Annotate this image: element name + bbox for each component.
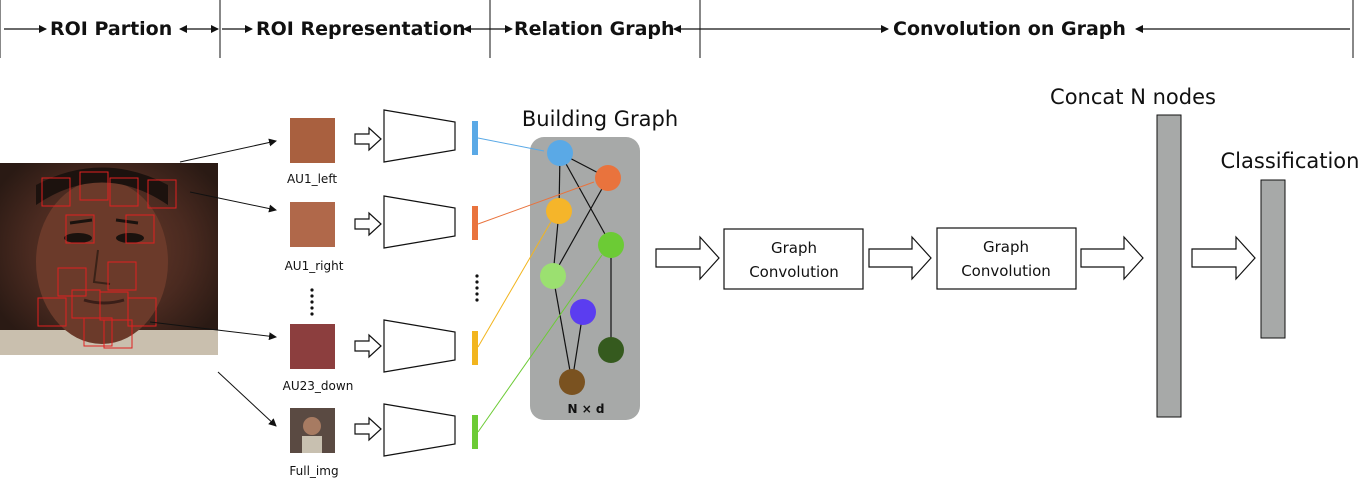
encoder-trapezoid — [383, 319, 456, 373]
roi-boxes — [37, 171, 177, 349]
concat-nodes-bar — [1156, 114, 1182, 418]
graph-node — [570, 299, 596, 325]
hollow-arrow — [354, 211, 382, 237]
graph-convolution-label-line2: Convolution — [749, 263, 839, 281]
graph-node — [598, 232, 624, 258]
hollow-arrow — [655, 235, 720, 281]
face-to-roi-arrows — [149, 138, 277, 427]
roi-row: AU1_left — [287, 109, 478, 186]
graph-convolution-label-line1: Graph — [771, 239, 817, 257]
graph-node — [598, 337, 624, 363]
hollow-arrow — [868, 235, 932, 281]
encoder-trapezoid — [383, 403, 456, 457]
classification-label: Classification — [1221, 149, 1360, 173]
stage-label-relation-graph: Relation Graph — [514, 18, 675, 40]
roi-label: AU23_down — [283, 379, 354, 393]
graph-title: Building Graph — [522, 107, 678, 131]
hollow-arrow — [354, 416, 382, 442]
graph-convolution-block: Graph Convolution — [723, 228, 864, 290]
graph-node — [559, 369, 585, 395]
encoder-trapezoid — [383, 195, 456, 249]
stage-label-roi-partition: ROI Partion — [50, 18, 172, 40]
feature-to-node-arrows — [477, 137, 603, 433]
encoder-trapezoid — [383, 109, 456, 163]
concat-label: Concat N nodes — [1050, 85, 1216, 109]
hollow-arrow — [1080, 235, 1144, 281]
thumbnail-shirt-icon — [302, 436, 322, 453]
roi-feature-bar — [472, 331, 478, 365]
stage-label-convolution-on-graph: Convolution on Graph — [893, 18, 1126, 40]
stage-header: ROI Partion ROI Representation Relation … — [0, 0, 1354, 58]
graph-convolution-label-line2: Convolution — [961, 262, 1051, 280]
roi-patch-image — [290, 202, 335, 247]
graph-node — [547, 140, 573, 166]
thumbnail-face-icon — [303, 417, 321, 435]
classification-bar — [1260, 179, 1286, 339]
graph-convolution-block: Graph Convolution — [936, 227, 1077, 290]
roi-patch-image — [290, 324, 335, 369]
graph-node — [546, 198, 572, 224]
roi-label: Full_img — [289, 464, 338, 478]
roi-feature-bar — [472, 415, 478, 449]
roi-patch-image — [290, 118, 335, 163]
graph-nodes — [540, 140, 624, 395]
graph-node — [540, 263, 566, 289]
hollow-arrow — [354, 333, 382, 359]
roi-label: AU1_right — [285, 259, 344, 273]
graph-node — [595, 165, 621, 191]
ellipsis-dots — [310, 274, 479, 316]
graph-size-label: N × d — [567, 402, 604, 416]
hollow-arrow — [1191, 235, 1256, 281]
roi-row: AU1_right — [285, 195, 478, 273]
roi-row: AU23_down — [283, 319, 478, 393]
hollow-arrow — [354, 126, 382, 152]
stage-label-roi-representation: ROI Representation — [256, 18, 466, 40]
roi-label: AU1_left — [287, 172, 337, 186]
roi-feature-bar — [472, 206, 478, 240]
roi-feature-bar — [472, 121, 478, 155]
graph-convolution-label-line1: Graph — [983, 238, 1029, 256]
face-image — [0, 163, 218, 355]
roi-row: Full_img — [289, 403, 478, 478]
